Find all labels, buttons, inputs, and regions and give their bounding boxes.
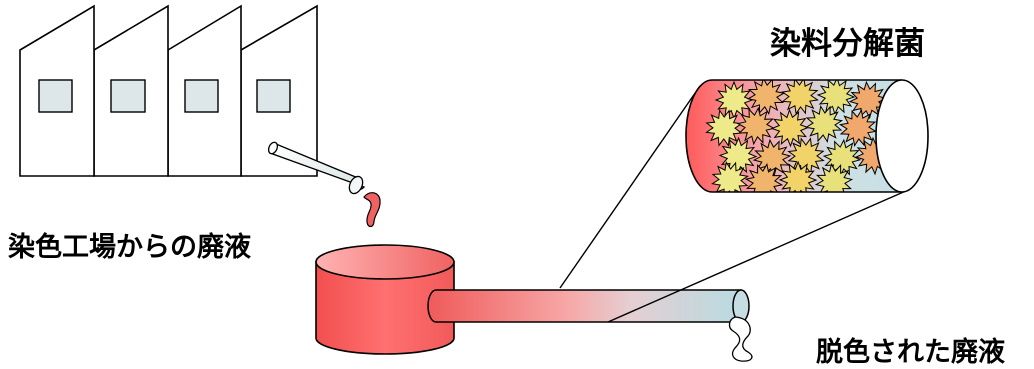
factory-window-1 xyxy=(39,80,72,112)
magnified-pipe-icon xyxy=(686,78,928,200)
magnified-pipe-mouth xyxy=(876,80,928,192)
treatment-pipe-icon xyxy=(428,290,749,322)
factory-window-2 xyxy=(111,80,145,112)
waste-drop-icon xyxy=(364,193,380,227)
factory-window-3 xyxy=(185,80,218,112)
clean-drop-icon xyxy=(729,317,751,361)
decolorized-waste-label: 脱色された廃液 xyxy=(816,330,1005,369)
dye-degrading-bacteria-label: 染料分解菌 xyxy=(770,18,925,63)
factory-window-4 xyxy=(257,80,290,112)
factory-waste-label: 染色工場からの廃液 xyxy=(8,225,251,264)
